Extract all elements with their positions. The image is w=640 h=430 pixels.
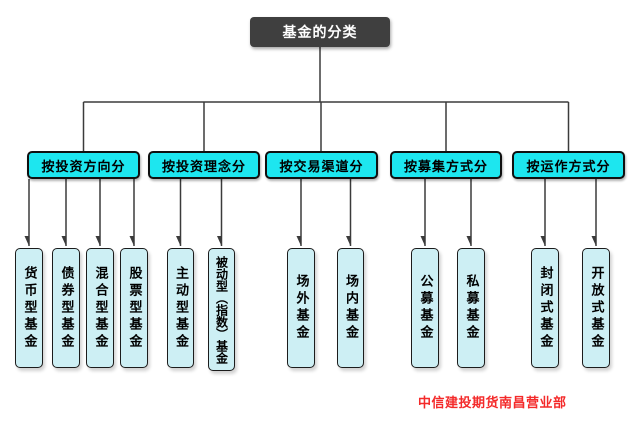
child-node-hybrid-fund: 混合型基金 (86, 248, 114, 368)
root-node-fund-classification: 基金的分类 (250, 17, 390, 47)
child-node-label: 公募基金 (417, 274, 433, 342)
child-node-label: 开放式基金 (588, 265, 604, 351)
category-node-operation-mode: 按运作方式分 (512, 151, 625, 179)
category-node-investment-direction: 按投资方向分 (27, 151, 140, 179)
child-node-public-fund: 公募基金 (411, 248, 439, 368)
child-node-stock-fund: 股票型基金 (120, 248, 148, 368)
category-node-fundraising-method: 按募集方式分 (390, 151, 502, 179)
child-node-label: 场内基金 (343, 274, 358, 342)
child-node-label: 被动型（指数）基金 (214, 255, 229, 364)
child-node-money-fund: 货币型基金 (15, 248, 43, 368)
child-node-label: 混合型基金 (92, 265, 108, 351)
child-node-label: 货币型基金 (21, 265, 37, 351)
child-node-label: 封闭式基金 (537, 265, 553, 351)
child-node-label: 主动型基金 (173, 265, 188, 351)
child-node-label: 私募基金 (463, 274, 479, 342)
child-node-exchange-fund: 场内基金 (337, 248, 364, 368)
child-node-passive-index-fund: 被动型（指数）基金 (208, 248, 235, 371)
category-node-investment-philosophy: 按投资理念分 (148, 151, 260, 179)
child-node-private-fund: 私募基金 (457, 248, 485, 368)
child-node-active-fund: 主动型基金 (167, 248, 194, 368)
child-node-open-end-fund: 开放式基金 (582, 248, 610, 368)
child-node-label: 场外基金 (293, 274, 309, 342)
category-node-trading-channel: 按交易渠道分 (265, 151, 378, 179)
child-node-label: 股票型基金 (126, 265, 142, 351)
child-node-closed-end-fund: 封闭式基金 (531, 248, 559, 368)
watermark-text: 中信建投期货南昌营业部 (418, 396, 567, 411)
child-node-otc-fund: 场外基金 (287, 248, 315, 368)
child-node-label: 债券型基金 (58, 265, 74, 351)
child-node-bond-fund: 债券型基金 (52, 248, 80, 368)
